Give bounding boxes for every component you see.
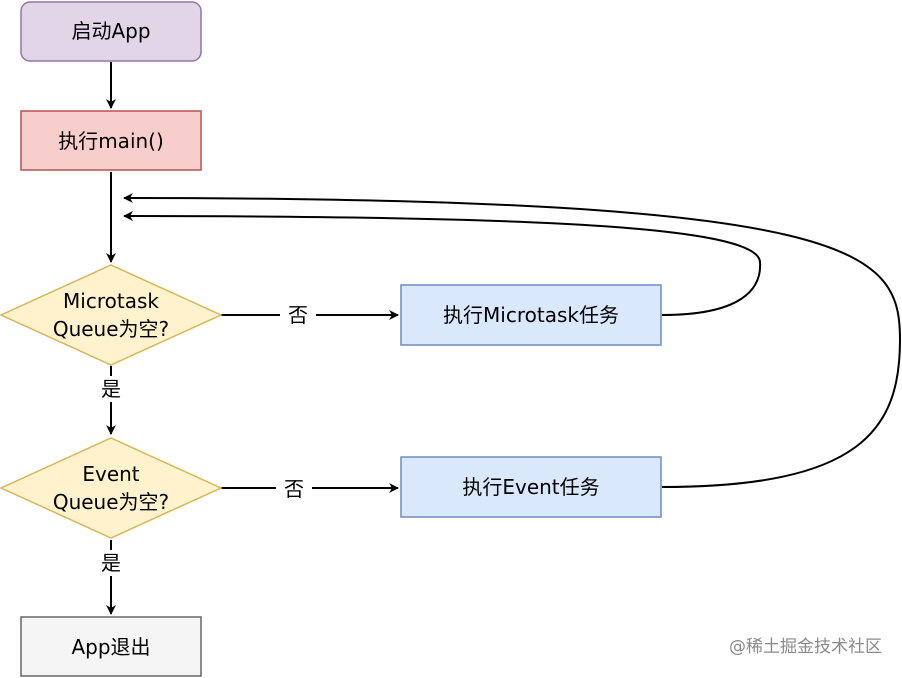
edge-event-loop-back [123,193,902,488]
node-run-microtask-box [400,284,662,346]
node-exit: App退出 [20,616,202,677]
node-run-microtask: 执行Microtask任务 [400,284,662,346]
label-event-no: 否 [284,477,304,501]
edge-microtask-loop-back [123,211,762,316]
node-microtask-check-line1: Microtask [63,289,159,313]
node-run-main: 执行main() [20,110,202,171]
node-exit-box [20,616,202,677]
node-event-check-line1: Event [82,462,139,486]
node-microtask-check-diamond [0,264,223,366]
label-microtask-no: 否 [288,303,308,327]
node-run-main-box [20,110,202,171]
node-event-check-diamond [0,437,223,539]
label-event-yes: 是 [101,551,121,575]
node-event-check-line2: Queue为空? [53,490,169,514]
node-run-main-label: 执行main() [58,129,164,153]
label-microtask-yes: 是 [101,377,121,401]
node-run-event: 执行Event任务 [400,456,662,518]
node-start: 启动App [20,1,202,62]
node-run-event-box [400,456,662,518]
node-run-microtask-label: 执行Microtask任务 [443,303,619,327]
edge-labels: 否 是 否 是 [96,302,316,576]
node-exit-label: App退出 [71,635,150,659]
node-microtask-check: Microtask Queue为空? [0,264,223,366]
node-run-event-label: 执行Event任务 [462,475,599,499]
watermark-text: @稀土掘金技术社区 [729,637,882,657]
node-start-label: 启动App [71,19,150,43]
node-microtask-check-line2: Queue为空? [53,317,169,341]
node-start-box [20,1,202,62]
node-event-check: Event Queue为空? [0,437,223,539]
